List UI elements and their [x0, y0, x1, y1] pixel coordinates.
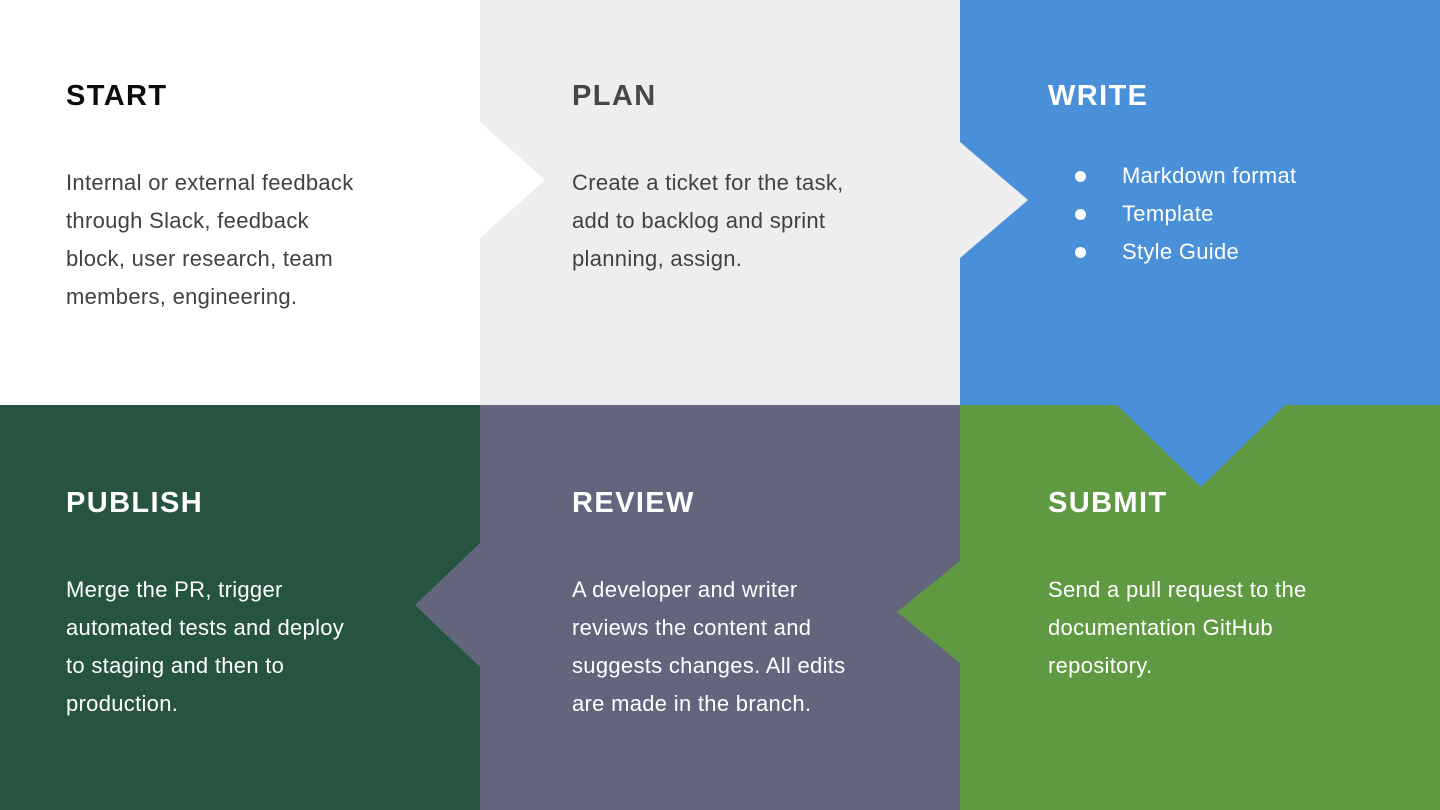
panel-plan: PLAN Create a ticket for the task, add t… — [480, 0, 960, 405]
panel-body: Merge the PR, trigger automated tests an… — [66, 577, 345, 716]
bullet-label: Template — [1122, 201, 1214, 226]
bullet-icon — [1075, 208, 1086, 220]
arrow-review-to-publish-icon — [415, 543, 480, 667]
bullet-icon — [1075, 246, 1086, 258]
panel-title: START — [66, 80, 168, 112]
arrow-start-to-plan-icon — [480, 122, 545, 238]
panel-body: A developer and writer reviews the conte… — [572, 577, 846, 716]
panel-title: WRITE — [1048, 80, 1149, 112]
panel-start: START Internal or external feedback thro… — [0, 0, 480, 405]
panel-publish: PUBLISH Merge the PR, trigger automated … — [0, 405, 480, 810]
arrow-write-to-submit-icon — [1117, 405, 1285, 487]
list-item: Style Guide — [1048, 233, 1400, 271]
bullet-label: Markdown format — [1122, 163, 1297, 188]
panel-title: SUBMIT — [1048, 487, 1168, 519]
write-bullet-list: Markdown format Template Style Guide — [1048, 157, 1400, 271]
bullet-icon — [1075, 170, 1086, 182]
panel-title: PUBLISH — [66, 487, 204, 519]
arrow-submit-to-review-icon — [897, 561, 960, 663]
panel-title: REVIEW — [572, 487, 695, 519]
list-item: Template — [1048, 195, 1400, 233]
panel-title: PLAN — [572, 80, 657, 112]
bullet-label: Style Guide — [1122, 239, 1240, 264]
panel-review: REVIEW A developer and writer reviews th… — [480, 405, 960, 810]
panel-write: WRITE Markdown format Template Style Gui… — [960, 0, 1440, 405]
panel-body: Send a pull request to the documentation… — [1048, 577, 1307, 678]
panel-body: Create a ticket for the task, add to bac… — [572, 170, 844, 271]
arrow-plan-to-write-icon — [960, 142, 1028, 258]
list-item: Markdown format — [1048, 157, 1400, 195]
panel-body: Internal or external feedback through Sl… — [66, 170, 354, 309]
